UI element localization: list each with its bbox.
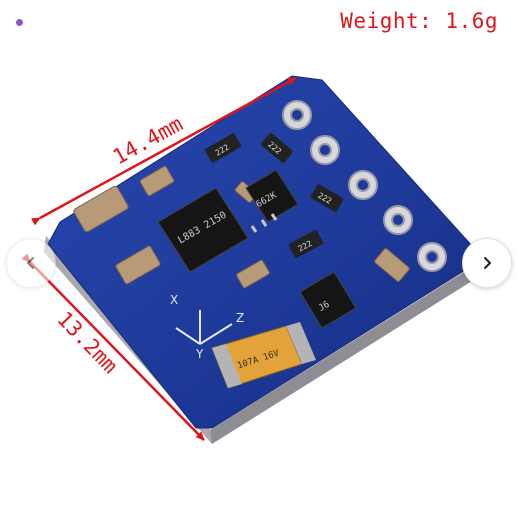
chevron-left-icon — [27, 257, 34, 269]
axis-x-label: X — [170, 293, 178, 307]
resistor-222-c: 222 — [310, 184, 344, 212]
chevron-right-icon — [484, 257, 491, 269]
previous-image-button[interactable] — [6, 238, 56, 288]
height-dimension-line — [21, 253, 205, 441]
width-dimension-line — [31, 76, 297, 226]
gallery-indicator-dot — [16, 19, 23, 26]
resistor-222-d: 222 — [288, 230, 324, 258]
weight-label: Weight: 1.6g — [340, 9, 498, 33]
axis-z-label: Z — [236, 311, 244, 325]
svg-text:J6: J6 — [317, 300, 331, 314]
tantalum-capacitor: 107A 16V — [211, 322, 316, 389]
header-pads — [282, 100, 447, 272]
axis-y-label: Y — [195, 347, 204, 361]
transistor-chip: J6 — [299, 271, 357, 329]
next-image-button[interactable] — [462, 238, 512, 288]
